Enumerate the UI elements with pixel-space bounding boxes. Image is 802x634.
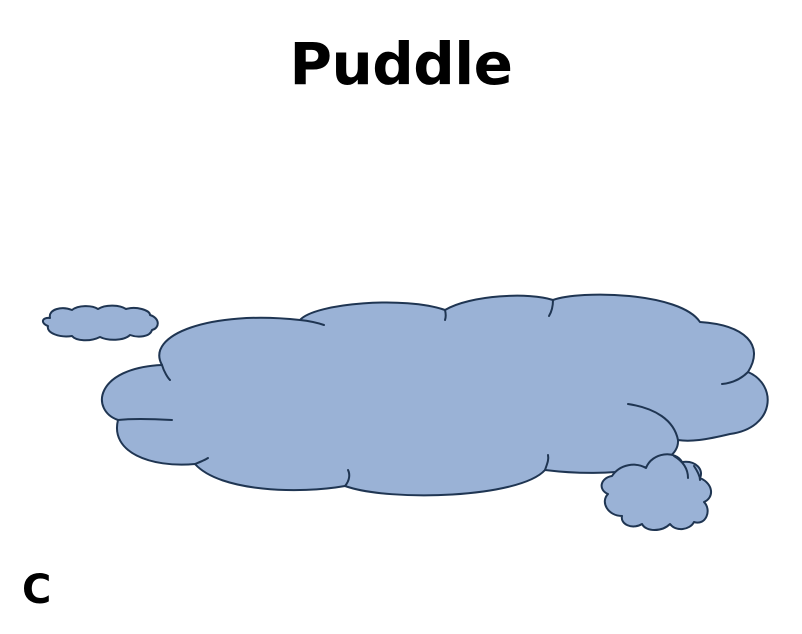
main-puddle-seam: [544, 454, 550, 471]
main-puddle-seam: [627, 403, 679, 441]
main-puddle-seam: [117, 417, 173, 421]
main-puddle-seam: [161, 364, 171, 381]
small-puddle-right-seam: [673, 455, 689, 479]
small-puddle-left: [42, 304, 159, 342]
small-puddle-right: [600, 453, 712, 531]
puddle-shapes: [42, 293, 769, 531]
small-puddle-right-seam: [693, 465, 701, 481]
page-title: Puddle: [289, 30, 513, 98]
main-puddle-seam: [344, 469, 351, 487]
main-puddle-seam: [299, 319, 325, 326]
main-puddle-seam: [194, 457, 209, 465]
main-puddle-seam: [548, 299, 554, 317]
main-puddle-seam: [444, 309, 447, 321]
main-puddle-seam: [721, 371, 749, 385]
corner-label: C: [22, 567, 52, 613]
